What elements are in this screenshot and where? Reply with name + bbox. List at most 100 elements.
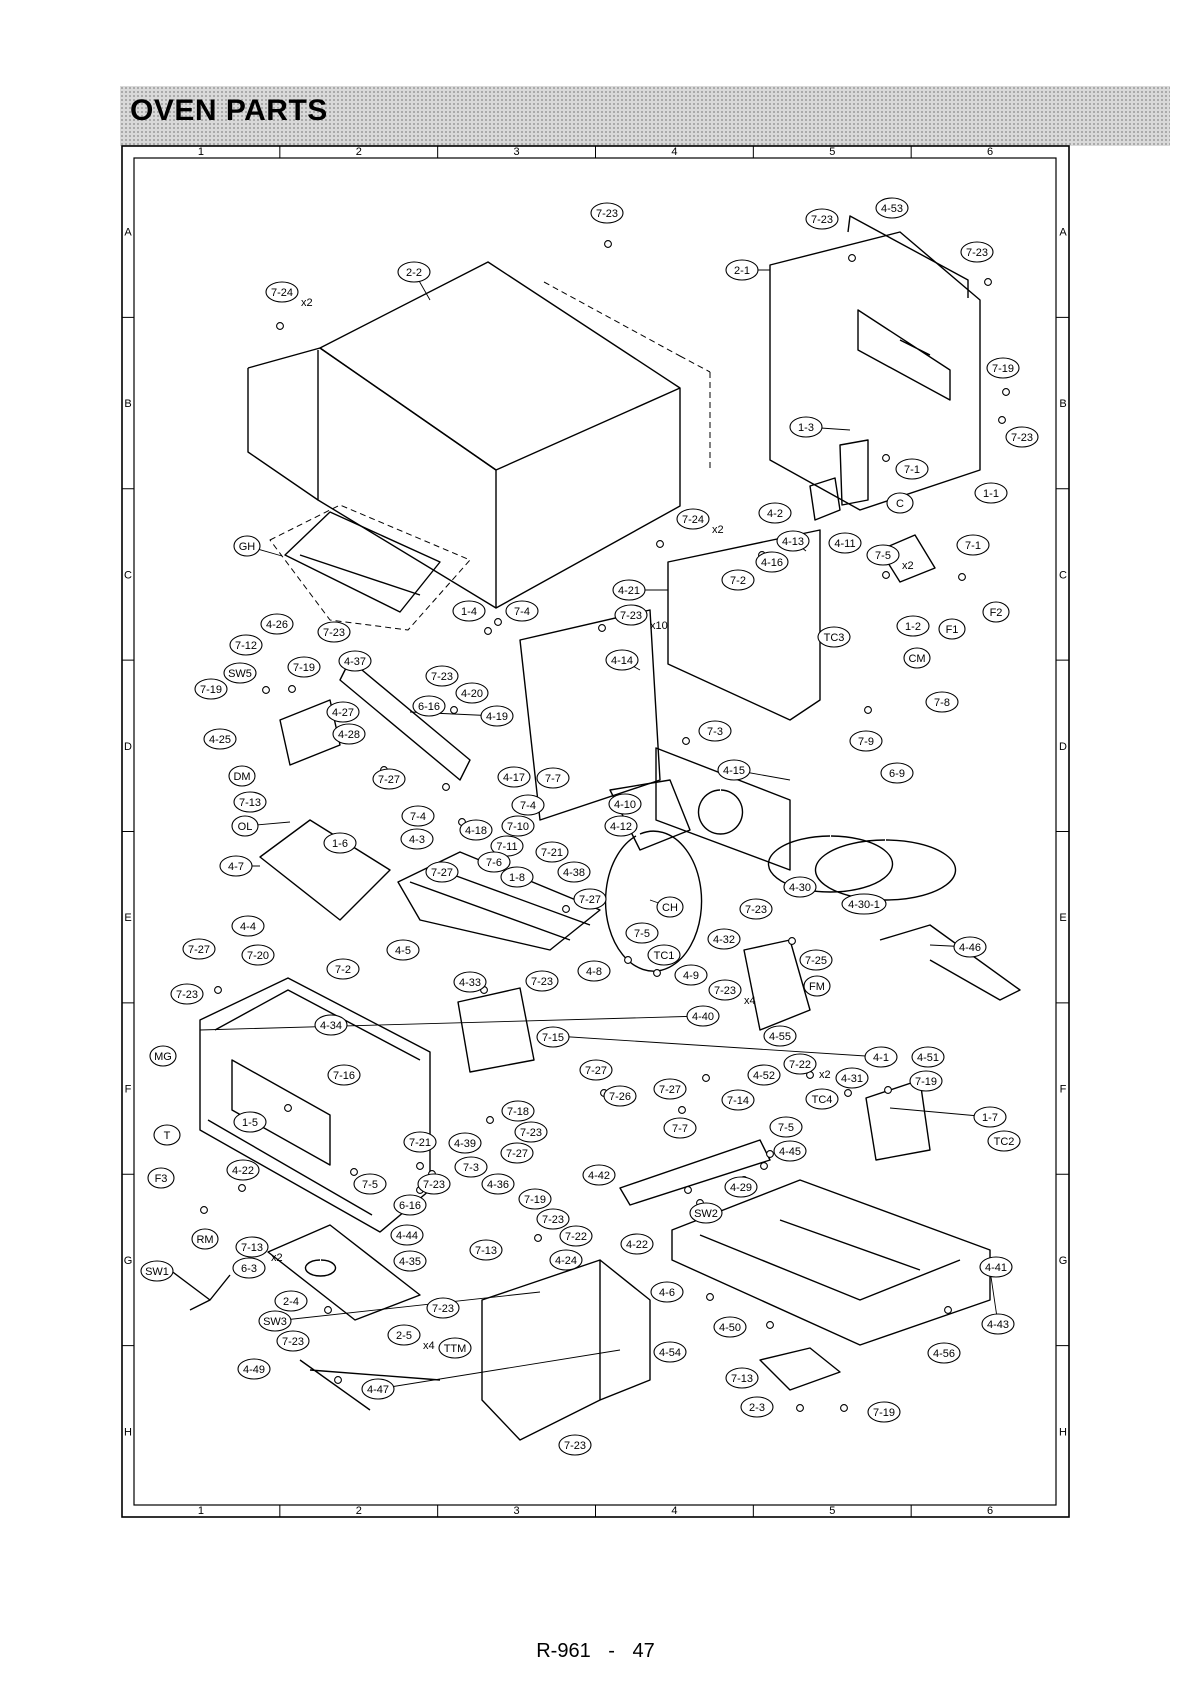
callout-balloon (219, 855, 253, 877)
grid-column-label: 4 (671, 146, 677, 158)
callout-label: 4-36 (487, 1179, 509, 1191)
callout-label: 4-42 (588, 1170, 610, 1182)
callout-balloon (229, 634, 263, 656)
callout-7-19: 7-19 (518, 1188, 552, 1210)
grid-row-label: E (124, 912, 131, 924)
callout-balloon (725, 1367, 759, 1389)
callout-F1: F1 (938, 618, 966, 640)
grill-heater-box (269, 504, 471, 631)
callout-balloon (769, 1116, 803, 1138)
grid-column-label: 4 (671, 1505, 677, 1517)
callout-label: 1-4 (461, 606, 477, 618)
screw-mark (760, 1162, 768, 1170)
callout-label: 4-7 (228, 861, 244, 873)
callout-label: 4-27 (332, 707, 354, 719)
callout-label: 6-16 (418, 701, 440, 713)
callout-label: 4-13 (782, 536, 804, 548)
model-number: R-961 (536, 1640, 591, 1662)
callout-7-5: 7-5 (353, 1173, 387, 1195)
callout-balloon (455, 682, 489, 704)
screw-mark (416, 1162, 424, 1170)
callout-label: 4-53 (881, 203, 903, 215)
screw-mark (944, 1306, 952, 1314)
screw-mark (1002, 388, 1010, 396)
callout-7-4: 7-4 (401, 805, 435, 827)
callout-7-19: 7-19 (194, 678, 228, 700)
callout-7-27: 7-27 (372, 768, 406, 790)
callout-balloon (896, 615, 930, 637)
callout-7-25: 7-25 (799, 949, 833, 971)
callout-balloon (708, 979, 742, 1001)
callout-label: 7-25 (805, 955, 827, 967)
callout-balloon (663, 1117, 697, 1139)
duct-plate (259, 819, 391, 921)
callout-label: 4-47 (367, 1384, 389, 1396)
screw-mark (884, 1086, 892, 1094)
callout-balloon (776, 530, 810, 552)
callout-label: RM (196, 1234, 213, 1246)
grid-column-label: 5 (829, 1505, 835, 1517)
callout-label: 7-8 (934, 697, 950, 709)
screw-mark (534, 1234, 542, 1242)
callout-7-19: 7-19 (287, 656, 321, 678)
callout-OL: OL (231, 815, 259, 837)
callout-label: 4-46 (959, 942, 981, 954)
callout-balloon (886, 492, 914, 514)
callout-label: 4-38 (563, 867, 585, 879)
callout-label: 7-23 (323, 627, 345, 639)
callout-4-32: 4-32 (707, 928, 741, 950)
callout-quantity: x2 (902, 560, 914, 572)
callout-label: 7-21 (541, 847, 563, 859)
callout-balloon (390, 1224, 424, 1246)
callout-label: 7-19 (992, 363, 1014, 375)
callout-label: 6-3 (241, 1263, 257, 1275)
screw-mark (882, 571, 890, 579)
callout-balloon (982, 601, 1010, 623)
callout-1-2: 1-2 (896, 615, 930, 637)
callout-4-28: 4-28 (332, 723, 366, 745)
callout-label: 7-16 (333, 1070, 355, 1082)
callout-1-4: 1-4 (452, 600, 486, 622)
callout-label: 4-19 (486, 711, 508, 723)
callout-7-13: 7-13 (233, 791, 267, 813)
callout-label: 4-50 (719, 1322, 741, 1334)
callout-label: SW1 (145, 1266, 169, 1278)
grid-row-label: E (1059, 912, 1066, 924)
callout-label: 4-3 (409, 834, 425, 846)
base-plate (671, 1179, 991, 1346)
callout-balloon (191, 1228, 219, 1250)
callout-4-31: 4-31 (835, 1067, 869, 1089)
front-plate (667, 529, 821, 721)
callout-label: 4-17 (503, 772, 525, 784)
callout-balloon (287, 656, 321, 678)
callout-7-14: 7-14 (721, 1089, 755, 1111)
callout-label: 7-23 (966, 247, 988, 259)
callout-label: 7-7 (672, 1123, 688, 1135)
callout-label: 7-12 (235, 640, 257, 652)
callout-6-16: 6-16 (393, 1194, 427, 1216)
grid-column-label: 2 (356, 1505, 362, 1517)
outer-cabinet (319, 261, 681, 609)
callout-balloon (481, 1173, 515, 1195)
callout-balloon (805, 208, 839, 230)
callout-balloon (452, 600, 486, 622)
callout-F3: F3 (147, 1167, 175, 1189)
callout-label: 4-25 (209, 734, 231, 746)
callout-label: 7-19 (915, 1076, 937, 1088)
callout-7-23: 7-23 (170, 983, 204, 1005)
top-reinforcement (339, 659, 471, 781)
screw-mark (214, 986, 222, 994)
callout-7-3: 7-3 (698, 720, 732, 742)
callout-label: 4-1 (873, 1052, 889, 1064)
callout-7-23: 7-23 (558, 1434, 592, 1456)
grid-column-label: 1 (198, 1505, 204, 1517)
callout-balloon (938, 618, 966, 640)
callout-7-9: 7-9 (849, 730, 883, 752)
callout-label: 7-13 (239, 797, 261, 809)
callout-balloon (1005, 426, 1039, 448)
callout-4-30: 4-30 (783, 876, 817, 898)
screw-mark (604, 240, 612, 248)
callout-balloon (674, 964, 708, 986)
callout-balloon (258, 1310, 292, 1332)
